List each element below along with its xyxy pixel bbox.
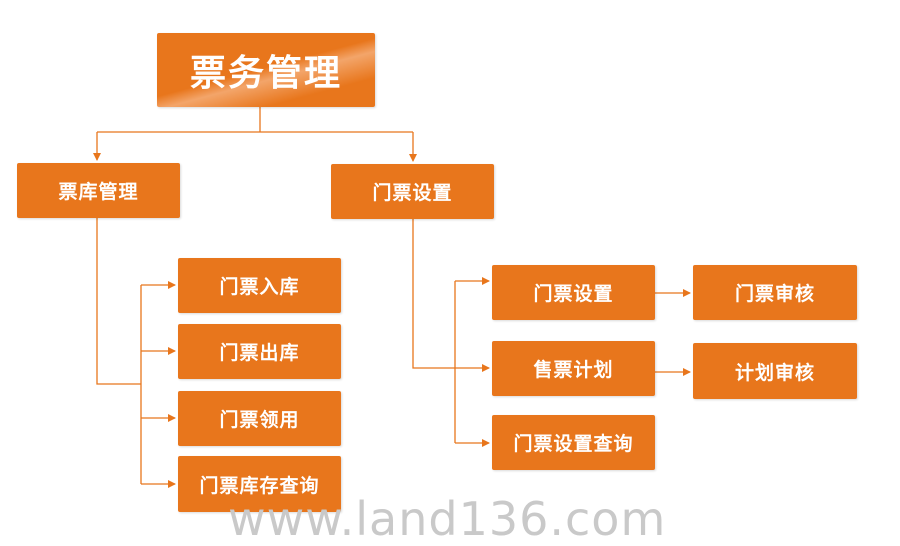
watermark-text: www.land136.com (228, 492, 667, 546)
root-node-label: 票务管理 (189, 53, 342, 94)
node-ticket-in: 门票入库 (178, 258, 341, 313)
node-label: 计划审核 (734, 361, 815, 384)
node-label: 门票入库 (219, 276, 300, 298)
node-label: 门票出库 (219, 342, 300, 364)
connector-settings-trunk (412, 219, 455, 369)
node-label: 票库管理 (58, 181, 139, 203)
node-label: 门票领用 (219, 409, 300, 431)
node-ticket-inventory-query: 门票库存查询 (178, 456, 341, 512)
node-ticket-warehouse: 票库管理 (17, 163, 180, 218)
root-node-ticket-management: 票务管理 (157, 33, 375, 107)
node-plan-review: 计划审核 (693, 343, 857, 399)
node-label: 门票审核 (734, 283, 815, 305)
node-ticket-out: 门票出库 (178, 324, 341, 379)
node-ticket-settings-branch: 门票设置 (331, 164, 494, 219)
node-ticket-review: 门票审核 (693, 265, 857, 320)
node-label: 售票计划 (533, 359, 614, 381)
node-label: 门票设置 (533, 283, 614, 305)
connector-warehouse-trunk (96, 218, 141, 385)
node-ticket-claim: 门票领用 (178, 391, 341, 446)
node-settings-query: 门票设置查询 (492, 415, 655, 470)
node-label: 门票设置查询 (513, 433, 634, 455)
node-label: 门票库存查询 (199, 474, 320, 497)
node-label: 门票设置 (372, 182, 453, 204)
node-sales-plan: 售票计划 (492, 341, 655, 396)
node-ticket-settings: 门票设置 (492, 265, 655, 320)
